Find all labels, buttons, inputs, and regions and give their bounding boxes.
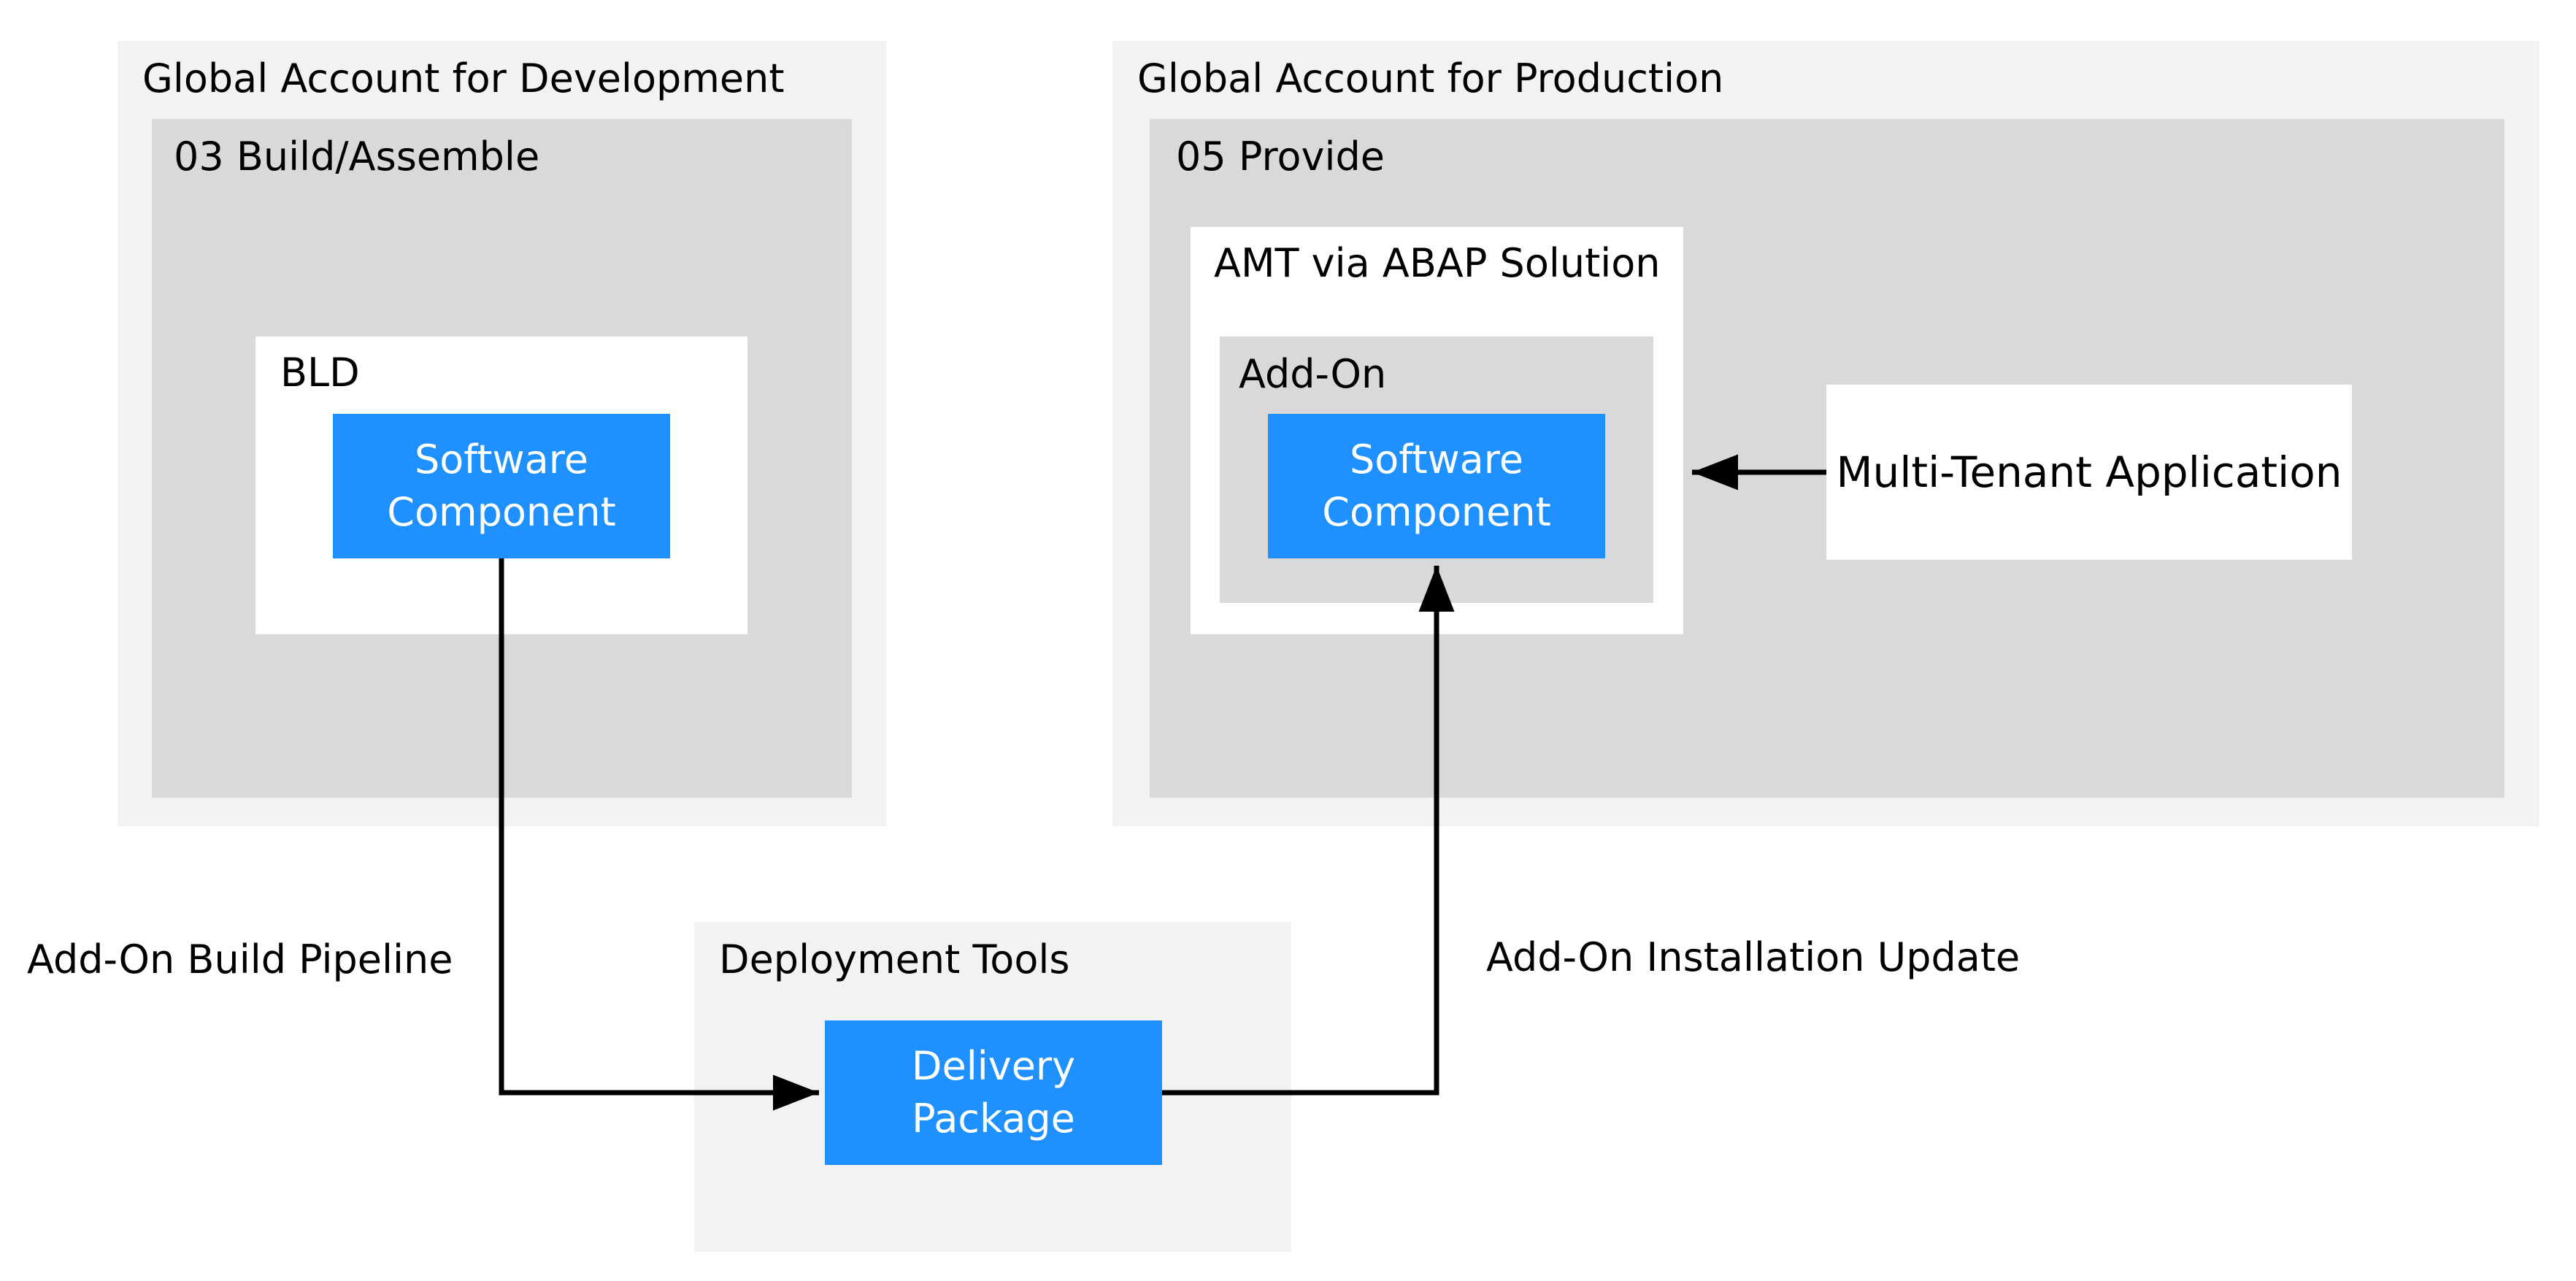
delivery-package: Delivery Package — [825, 1020, 1162, 1165]
installation-update-label: Add-On Installation Update — [1486, 934, 2021, 980]
dev-software-component: Software Component — [333, 414, 670, 558]
prod-software-component: Software Component — [1268, 414, 1605, 558]
prod-global-account-title: Global Account for Production — [1137, 55, 1724, 101]
installation-update-arrow — [1162, 566, 1455, 1096]
amt-abap-solution-title: AMT via ABAP Solution — [1214, 240, 1661, 286]
build-pipeline-arrow — [499, 558, 819, 1111]
provide-title: 05 Provide — [1176, 134, 1385, 180]
build-assemble-title: 03 Build/Assemble — [174, 134, 540, 180]
multi-tenant-application-label: Multi-Tenant Application — [1836, 447, 2342, 497]
deployment-tools-title: Deployment Tools — [719, 936, 1070, 982]
build-pipeline-label: Add-On Build Pipeline — [27, 936, 453, 982]
dev-global-account-title: Global Account for Development — [142, 55, 785, 101]
addon-title: Add-On — [1239, 351, 1387, 397]
bld-title: BLD — [280, 350, 360, 396]
multi-tenant-application: Multi-Tenant Application — [1826, 385, 2352, 560]
